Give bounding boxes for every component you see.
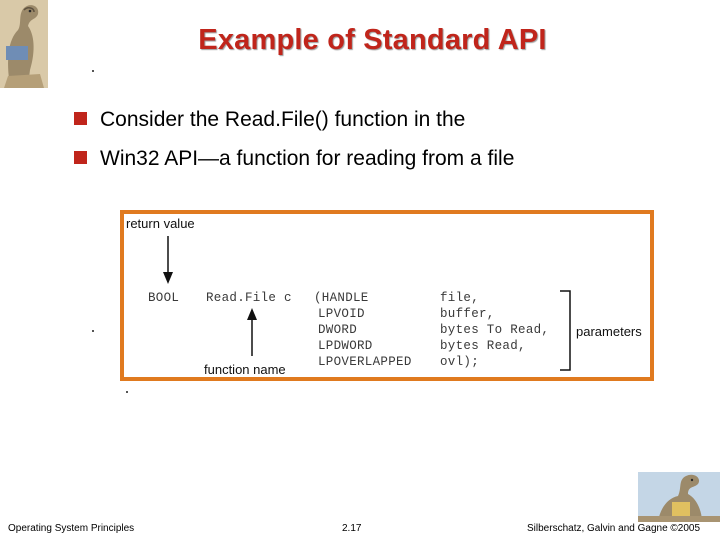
param-name: buffer, bbox=[440, 307, 495, 321]
param-name: bytes To Read, bbox=[440, 323, 550, 337]
footer-page-number: 2.17 bbox=[342, 523, 362, 534]
param-type: (HANDLE bbox=[314, 291, 369, 305]
return-value-label: return value bbox=[126, 216, 195, 231]
footer-copyright: Silberschatz, Galvin and Gagne ©2005 bbox=[527, 523, 701, 534]
param-type: LPDWORD bbox=[318, 339, 373, 353]
function-name-label: function name bbox=[204, 362, 286, 377]
bullet-text: Win32 API—a function for reading from a … bbox=[100, 147, 515, 170]
arrow-up-icon bbox=[247, 308, 257, 320]
square-bullet-icon bbox=[74, 151, 87, 164]
decor-dot bbox=[92, 330, 94, 332]
return-type: BOOL bbox=[148, 291, 180, 305]
bracket-icon bbox=[560, 290, 571, 371]
api-figure: return value BOOL Read.File c (HANDLE LP… bbox=[120, 210, 654, 381]
function-name: Read.File c bbox=[206, 291, 292, 305]
parameters-label: parameters bbox=[576, 324, 642, 339]
square-bullet-icon bbox=[74, 112, 87, 125]
param-name: bytes Read, bbox=[440, 339, 526, 353]
bullet-item: Win32 API—a function for reading from a … bbox=[74, 147, 514, 171]
slide-title: Example of Standard API bbox=[198, 24, 547, 56]
bullet-text: Consider the Read.File() function in the bbox=[100, 108, 466, 131]
decor-dot bbox=[92, 70, 94, 72]
param-type: LPVOID bbox=[318, 307, 365, 321]
dinosaur-logo-icon bbox=[0, 0, 48, 88]
param-type: LPOVERLAPPED bbox=[318, 355, 412, 369]
arrows-and-bracket bbox=[163, 236, 571, 371]
decor-dot bbox=[126, 391, 128, 393]
bullet-item: Consider the Read.File() function in the bbox=[74, 108, 465, 132]
footer-course: Operating System Principles bbox=[8, 523, 135, 534]
arrow-down-icon bbox=[163, 272, 173, 284]
param-name: file, bbox=[440, 291, 480, 305]
dinosaur-logo-icon bbox=[638, 472, 720, 522]
param-name: ovl); bbox=[440, 355, 480, 369]
param-type: DWORD bbox=[318, 323, 358, 337]
